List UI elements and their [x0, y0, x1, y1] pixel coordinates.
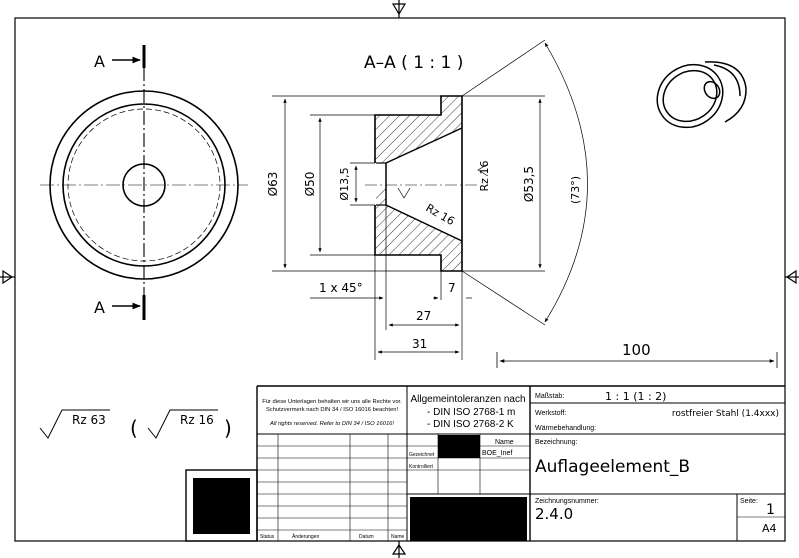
scale-label: Maßstab: — [535, 393, 564, 400]
centering-mark-top — [391, 0, 407, 18]
dim-31: 31 — [412, 337, 427, 351]
logo-redacted — [193, 478, 250, 534]
format-value: A4 — [762, 522, 777, 535]
tolerance-line-1: - DIN ISO 2768-1 m — [427, 407, 515, 418]
surface-rz16: Rz 16 — [180, 413, 214, 427]
section-view — [365, 95, 478, 272]
redacted-field — [438, 435, 480, 458]
dim-angle: (73°) — [569, 176, 582, 204]
isometric-view — [656, 61, 747, 129]
designation-label: Bezeichnung: — [535, 439, 577, 446]
dim-7: 7 — [448, 281, 456, 295]
surface-symbols — [39, 409, 218, 439]
notice-line-2: Schutzvermerk nach DIN 34 / ISO 16016 be… — [266, 407, 399, 413]
roughness-rz16-bore: Rz 16 — [478, 161, 491, 192]
drawing-number-value: 2.4.0 — [535, 505, 573, 523]
dim-27: 27 — [416, 309, 431, 323]
redacted-company — [410, 497, 527, 541]
drawing-number-label: Zeichnungsnummer: — [535, 498, 599, 505]
checked-label: Kontrolliert — [409, 464, 434, 470]
dim-d13-5: Ø13,5 — [338, 167, 351, 200]
centering-mark-right — [785, 269, 799, 285]
page-label: Seite: — [740, 498, 758, 505]
centering-mark-bottom — [391, 541, 407, 558]
dim-d50: Ø50 — [303, 172, 317, 197]
surface-close-paren: ) — [224, 416, 232, 440]
name-col-header: Name — [391, 534, 405, 540]
surface-open-paren: ( — [130, 416, 138, 440]
drawn-name: BOE_Inef — [482, 450, 512, 457]
material-value: rostfreier Stahl (1.4xxx) — [672, 409, 779, 419]
notice-line-1: Für diese Unterlagen behalten wir uns al… — [262, 399, 402, 405]
section-dimensions — [272, 39, 588, 360]
tolerance-line-2: - DIN ISO 2768-2 K — [427, 419, 514, 430]
front-view — [40, 45, 248, 320]
section-mark-bottom: A — [94, 298, 105, 317]
section-mark-top: A — [94, 52, 105, 71]
dim-d53-5: Ø53,5 — [522, 166, 536, 202]
drawing-frame — [14, 17, 786, 542]
title-block — [185, 385, 785, 542]
material-label: Werkstoff: — [535, 410, 566, 417]
dim-chamfer: 1 x 45° — [319, 281, 363, 295]
tolerance-title: Allgemeintoleranzen nach — [410, 394, 525, 405]
scale-value: 1 : 1 (1 : 2) — [605, 390, 666, 403]
drawn-label: Gezeichnet — [409, 452, 435, 458]
designation-value: Auflageelement_B — [535, 457, 690, 477]
scale-bar-value: 100 — [622, 341, 651, 359]
scale-bar — [496, 352, 778, 368]
section-view-label: A–A ( 1 : 1 ) — [364, 53, 463, 73]
page-value: 1 — [766, 502, 775, 518]
changes-header: Änderungen — [292, 533, 319, 540]
notice-line-3: All rights reserved. Refer to DIN 34 / I… — [269, 421, 394, 427]
name-header: Name — [495, 439, 514, 446]
surface-rz63: Rz 63 — [72, 413, 106, 427]
date-header: Datum — [359, 534, 374, 540]
status-header: Status — [260, 534, 275, 540]
centering-mark-left — [0, 269, 15, 285]
heat-treatment-label: Wärmebehandlung: — [535, 425, 596, 432]
dim-d63: Ø63 — [266, 172, 280, 197]
